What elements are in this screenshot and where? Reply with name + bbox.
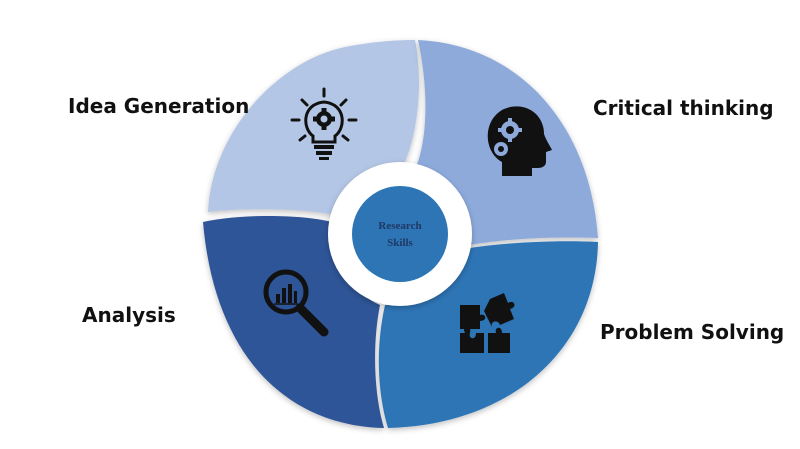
center-hub bbox=[352, 186, 448, 282]
center-label-line1: Research bbox=[378, 220, 421, 232]
lightbulb-gear-icon bbox=[290, 87, 358, 160]
label-analysis: Analysis bbox=[82, 303, 176, 327]
center-label-line2: Skills bbox=[387, 237, 413, 249]
magnifier-chart-icon bbox=[263, 269, 329, 337]
label-critical-thinking: Critical thinking bbox=[593, 96, 774, 120]
label-problem-solving: Problem Solving bbox=[600, 320, 785, 344]
puzzle-pieces-icon bbox=[460, 293, 515, 353]
label-idea-generation: Idea Generation bbox=[68, 94, 250, 118]
head-gears-icon bbox=[487, 106, 552, 176]
